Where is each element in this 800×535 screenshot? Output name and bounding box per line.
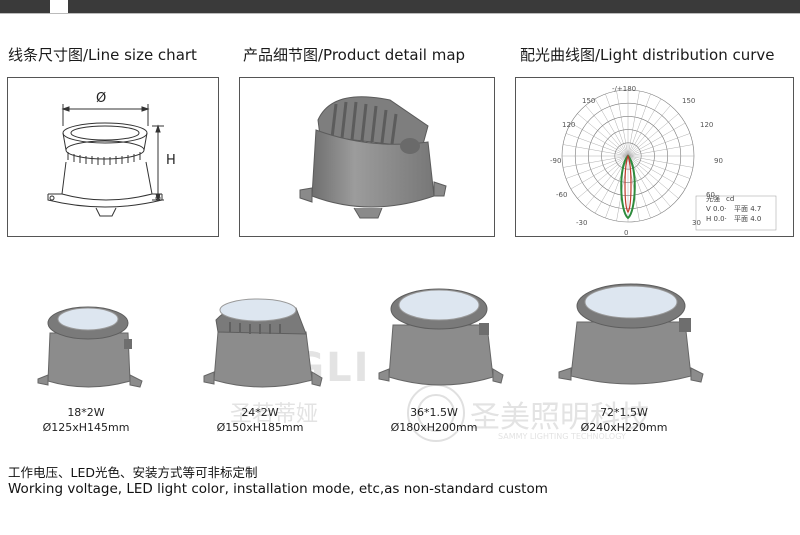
top-bar bbox=[0, 0, 800, 14]
polar-spoke bbox=[585, 155, 629, 207]
product-size-36x1_5w: Ø180xH200mm bbox=[390, 421, 478, 434]
polar-right-60: 60 bbox=[706, 191, 715, 199]
footer-note-cn: 工作电压、LED光色、安装方式等可非标定制 bbox=[8, 465, 258, 480]
polar-chart bbox=[561, 89, 777, 231]
polar-curve-h bbox=[624, 154, 632, 214]
polar-spoke bbox=[577, 155, 629, 199]
polar-spoke bbox=[605, 93, 629, 157]
polar-spoke bbox=[605, 155, 629, 219]
polar-spoke bbox=[627, 155, 691, 179]
top-bar-block-right bbox=[68, 0, 800, 14]
section-title-product-detail: 产品细节图/Product detail map bbox=[243, 46, 466, 64]
product-power-72x1_5w: 72*1.5W bbox=[600, 406, 648, 419]
diameter-symbol: Ø bbox=[96, 91, 107, 106]
polar-curve-v bbox=[620, 154, 636, 220]
polar-left-150: 150 bbox=[582, 97, 596, 105]
polar-left-120: 120 bbox=[562, 121, 576, 129]
polar-left-60: -60 bbox=[556, 191, 568, 199]
polar-legend-row1: V 0.0· bbox=[706, 205, 727, 213]
polar-spoke bbox=[627, 93, 651, 157]
light-distribution-panel: -/+180 -90 90 -60 60 -30 30 120 120 150 … bbox=[515, 77, 794, 237]
polar-right-120: 120 bbox=[700, 121, 714, 129]
polar-spoke bbox=[585, 105, 629, 157]
polar-spoke bbox=[627, 122, 686, 157]
product-image-24x2w bbox=[203, 298, 323, 388]
polar-spoke bbox=[594, 98, 629, 157]
polar-spoke bbox=[616, 90, 629, 157]
polar-spoke bbox=[577, 113, 629, 157]
product-power-18x2w: 18*2W bbox=[67, 406, 105, 419]
polar-legend-unit: cd bbox=[726, 195, 735, 203]
product-size-72x1_5w: Ø240xH220mm bbox=[580, 421, 668, 434]
polar-bottom-label: 0 bbox=[624, 229, 629, 237]
product-power-24x2w: 24*2W bbox=[241, 406, 279, 419]
polar-spoke bbox=[570, 122, 629, 157]
top-bar-block-left bbox=[0, 0, 50, 14]
product-size-18x2w: Ø125xH145mm bbox=[42, 421, 130, 434]
polar-spoke bbox=[627, 113, 679, 157]
polar-spoke bbox=[570, 155, 629, 190]
section-title-light-distribution: 配光曲线图/Light distribution curve bbox=[520, 46, 775, 64]
polar-spoke bbox=[565, 133, 629, 157]
polar-spoke bbox=[627, 144, 694, 157]
polar-spoke bbox=[627, 155, 686, 190]
polar-legend-row2: H 0.0· bbox=[706, 215, 727, 223]
polar-spoke bbox=[627, 155, 671, 207]
polar-spoke bbox=[627, 133, 691, 157]
polar-right-30: 30 bbox=[692, 219, 701, 227]
footer-note-en: Working voltage, LED light color, instal… bbox=[8, 481, 548, 497]
watermark-brand-cn1: 圣若蒂娅 bbox=[230, 402, 319, 427]
polar-right-90: 90 bbox=[714, 157, 723, 165]
line-size-panel: Ø H bbox=[7, 77, 219, 237]
product-image-72x1_5w bbox=[558, 283, 704, 385]
polar-legend-box bbox=[695, 195, 777, 231]
polar-legend-title: 光强 bbox=[706, 195, 720, 203]
polar-legend-row2b: 平面 4.0 bbox=[734, 215, 762, 223]
polar-spoke bbox=[562, 155, 629, 168]
section-title-line-size: 线条尺寸图/Line size chart bbox=[8, 46, 197, 64]
polar-spoke bbox=[627, 155, 694, 168]
product-image-36x1_5w bbox=[378, 288, 504, 386]
top-bar-rule bbox=[0, 13, 800, 14]
polar-top-label: -/+180 bbox=[612, 85, 637, 93]
polar-spoke bbox=[627, 105, 671, 157]
polar-spoke bbox=[627, 90, 640, 157]
product-detail-panel bbox=[239, 77, 495, 237]
product-power-36x1_5w: 36*1.5W bbox=[410, 406, 458, 419]
product-size-24x2w: Ø150xH185mm bbox=[216, 421, 304, 434]
polar-spoke bbox=[627, 155, 651, 219]
watermark-brand-en2: SAMMY LIGHTING TECHNOLOGY bbox=[498, 432, 626, 441]
height-symbol: H bbox=[166, 153, 176, 168]
line-size-drawing bbox=[47, 104, 164, 217]
polar-spoke bbox=[627, 155, 679, 199]
polar-spoke bbox=[565, 155, 629, 179]
polar-left-90: -90 bbox=[550, 157, 562, 165]
product-image-18x2w bbox=[37, 306, 143, 388]
polar-left-30: -30 bbox=[576, 219, 588, 227]
polar-spoke bbox=[627, 98, 662, 157]
polar-legend-row1b: 平面 4.7 bbox=[734, 205, 762, 213]
polar-spoke bbox=[562, 144, 629, 157]
product-detail-image bbox=[299, 96, 447, 219]
polar-right-150: 150 bbox=[682, 97, 696, 105]
watermark-brand-cn2: 圣美照明科技 bbox=[470, 400, 650, 435]
